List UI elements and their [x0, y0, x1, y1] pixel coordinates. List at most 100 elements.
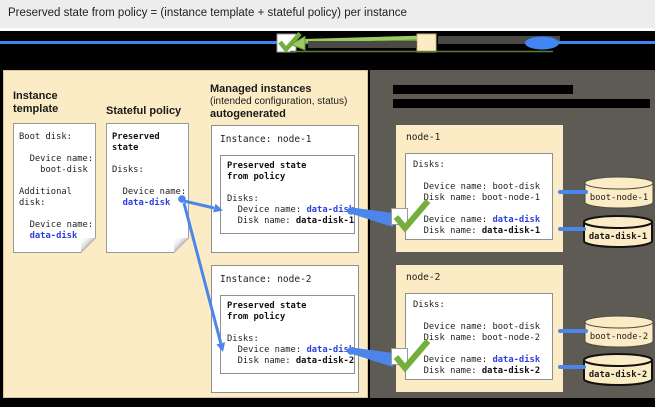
text-line: Disk name: boot-node-1: [413, 193, 552, 204]
text-line: Preserved state: [227, 301, 354, 312]
text-segment: Disk name:: [413, 226, 482, 236]
text-line: [413, 344, 552, 355]
text-segment: Disk name:: [227, 356, 296, 366]
managed-instances-heading-line2: (intended configuration, status): [210, 95, 348, 107]
disks-text: Disks: Device name: boot-disk Disk name:…: [406, 154, 552, 237]
text-line: Device name:: [19, 154, 94, 165]
folded-corner-icon: [174, 238, 189, 253]
text-line: [19, 209, 92, 220]
redacted-heading-bar: [393, 99, 650, 108]
text-line: Device name:: [112, 187, 187, 198]
text-segment: data-disk-1: [481, 226, 541, 236]
text-line: [19, 143, 92, 154]
text-line: Device name: data-disk: [227, 205, 355, 216]
text-line: Device name: data-disk: [227, 345, 355, 356]
instance-template-card-text: Boot disk: Device name: boot-disk Additi…: [14, 124, 95, 242]
text-segment: Disks:: [227, 334, 259, 344]
text-segment: data-disk: [306, 345, 355, 355]
text-segment: Disks:: [413, 300, 445, 310]
stateful-policy-heading: Stateful policy: [106, 105, 182, 117]
text-line: Disk name: boot-node-2: [413, 333, 552, 344]
text-line: Device name: boot-disk: [413, 182, 552, 193]
text-segment: data-disk: [492, 215, 541, 225]
text-line: Disks:: [227, 194, 354, 205]
disk-label: boot-node-1: [590, 193, 648, 203]
text-line: from policy: [227, 312, 354, 323]
text-segment: Disks:: [227, 194, 259, 204]
text-line: [112, 176, 185, 187]
title-bar: Preserved state from policy = (instance …: [0, 0, 655, 28]
text-segment: Disks:: [413, 160, 445, 170]
text-segment: boot-disk: [19, 165, 88, 175]
text-segment: Device name:: [227, 345, 307, 355]
text-segment: Additional: [19, 187, 72, 197]
text-segment: data-disk-2: [295, 356, 355, 366]
text-segment: state: [112, 143, 139, 153]
text-line: state: [112, 143, 185, 154]
text-line: [413, 311, 552, 322]
text-segment: Preserved state: [227, 161, 307, 171]
page-title: Preserved state from policy = (instance …: [8, 7, 407, 19]
text-segment: from policy: [227, 172, 286, 182]
disk-connector: [558, 227, 586, 231]
text-segment: Device name:: [19, 154, 94, 164]
disk-label: data-disk-1: [589, 231, 647, 242]
text-line: [19, 176, 92, 187]
checkmark-icon: [278, 32, 302, 54]
divider: [0, 28, 655, 31]
legend-bar: [0, 31, 655, 70]
text-segment: from policy: [227, 312, 286, 322]
disk-icon: [525, 36, 559, 50]
text-segment: Disk name: boot-node-1: [413, 193, 541, 203]
text-line: Disks:: [227, 334, 354, 345]
text-line: [112, 154, 185, 165]
instance-template-heading: Instance template: [13, 90, 59, 115]
text-segment: Disk name: boot-node-2: [413, 333, 541, 343]
apply-arrow-shaft-icon: [302, 35, 425, 43]
text-line: Disk name: data-disk-2: [413, 366, 552, 377]
text-segment: Device name:: [413, 215, 493, 225]
template-swatch-icon: [416, 33, 437, 53]
text-segment: Boot disk:: [19, 132, 72, 142]
instance-title: Instance: node-2: [220, 274, 312, 285]
text-line: boot-disk: [19, 165, 92, 176]
text-segment: Device name:: [112, 187, 187, 197]
managed-instances-heading-line1: Managed instances: [210, 83, 312, 95]
text-line: Device name: data-disk: [413, 215, 552, 226]
text-segment: data-disk-1: [295, 216, 355, 226]
text-segment: Disk name:: [413, 366, 482, 376]
text-line: Device name: data-disk: [413, 355, 552, 366]
redacted-label-bar: [308, 41, 416, 48]
text-line: Disks:: [413, 300, 552, 311]
disks-text: Disks: Device name: boot-disk Disk name:…: [406, 294, 552, 377]
text-segment: data-disk: [306, 205, 355, 215]
text-line: Disks:: [413, 160, 552, 171]
disk-cylinder-data-disk-2: data-disk-2: [583, 353, 653, 386]
text-segment: [19, 231, 30, 241]
disk-connector: [558, 190, 588, 194]
folded-corner-icon: [81, 238, 96, 253]
text-segment: Device name: boot-disk: [413, 182, 541, 192]
text-segment: data-disk-2: [481, 366, 541, 376]
checkmark-icon: [393, 339, 431, 373]
managed-instances-heading-line3: autogenerated: [210, 108, 286, 120]
text-segment: Disks:: [112, 165, 144, 175]
text-segment: Device name:: [19, 220, 94, 230]
text-line: from policy: [227, 172, 354, 183]
disks-box-node-2: Disks: Device name: boot-disk Disk name:…: [405, 293, 553, 380]
text-segment: data-disk: [122, 198, 171, 208]
text-segment: Device name:: [227, 205, 307, 215]
vm-card-node-1: node-1 Disks: Device name: boot-disk Dis…: [391, 125, 563, 252]
disk-label: boot-node-2: [590, 332, 648, 342]
instance-title: Instance: node-1: [220, 134, 312, 145]
text-line: Boot disk:: [19, 132, 92, 143]
text-line: [227, 323, 354, 334]
text-segment: [112, 198, 123, 208]
